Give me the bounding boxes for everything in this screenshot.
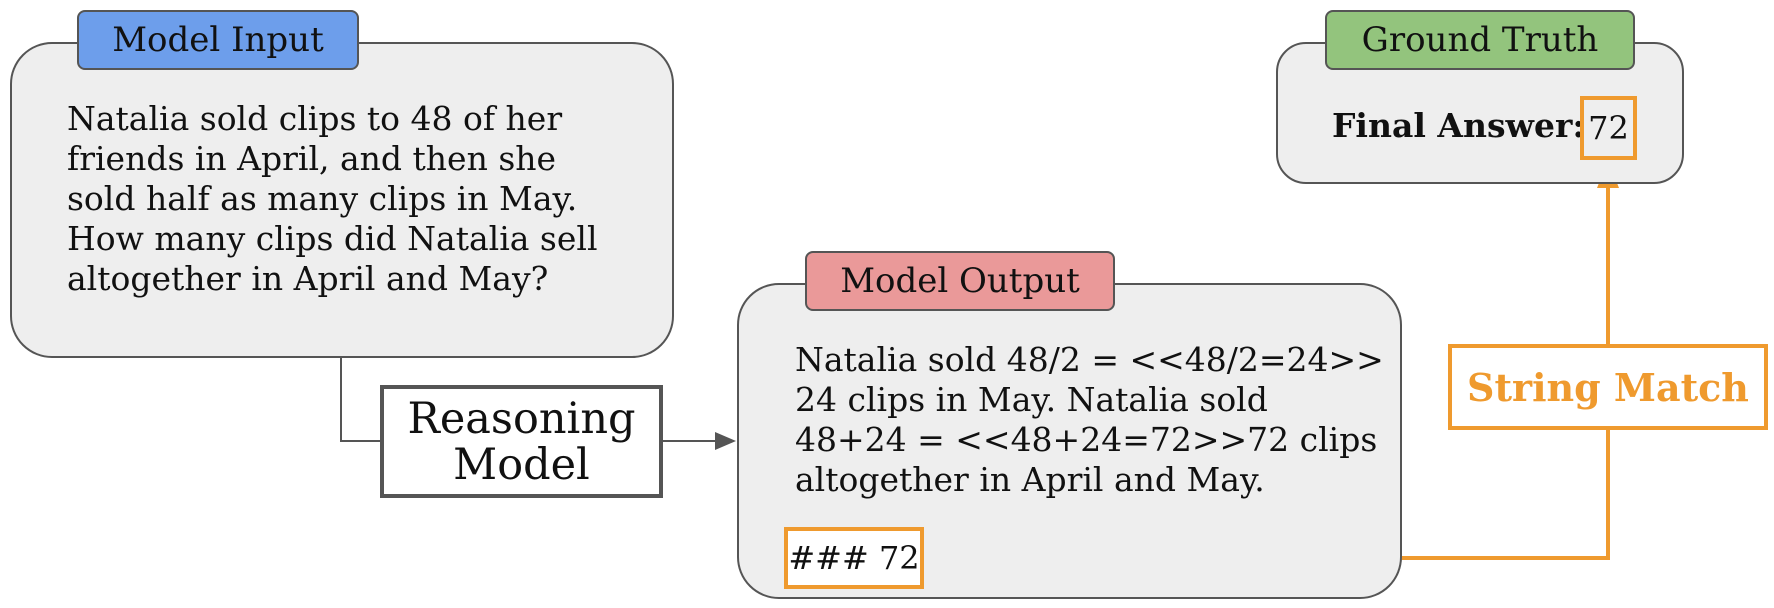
model-input-tab: Model Input (77, 10, 359, 70)
ground-truth-tab: Ground Truth (1325, 10, 1635, 70)
ground-truth-answer-box: 72 (1580, 96, 1637, 160)
answer-marker-box: ### 72 (784, 527, 924, 589)
model-input-line: friends in April, and then she (67, 139, 557, 178)
model-output-line: 24 clips in May. Natalia sold (795, 380, 1268, 419)
reasoning-model-label-line: Model (453, 439, 590, 490)
model-output-tab: Model Output (805, 251, 1115, 311)
model-output-line: Natalia sold 48/2 = <<48/2=24>> (795, 340, 1384, 379)
model-input-line: How many clips did Natalia sell (67, 219, 598, 258)
string-match-label: String Match (1467, 364, 1749, 410)
ground-truth-answer-value: 72 (1588, 109, 1629, 147)
ground-truth-tab-label: Ground Truth (1361, 20, 1599, 60)
model-input-line: sold half as many clips in May. (67, 179, 578, 218)
model-input-tab-label: Model Input (112, 20, 324, 60)
model-output-line: altogether in April and May. (795, 460, 1265, 499)
connector-input-to-reasoning (340, 357, 382, 442)
string-match-box: String Match (1448, 344, 1768, 430)
final-answer-label: Final Answer: (1332, 106, 1585, 145)
model-output-tab-label: Model Output (840, 261, 1080, 301)
arrowhead-to-output-icon (715, 432, 736, 450)
model-output-line: 48+24 = <<48+24=72>>72 clips (795, 420, 1378, 459)
reasoning-model-box: Reasoning Model (380, 385, 663, 498)
model-output-text: Natalia sold 48/2 = <<48/2=24>> 24 clips… (795, 340, 1384, 500)
final-answer-label-text: Final Answer: (1332, 106, 1585, 145)
reasoning-model-label-line: Reasoning (407, 393, 636, 444)
model-input-line: altogether in April and May? (67, 259, 549, 298)
model-input-panel (10, 42, 674, 358)
model-input-text: Natalia sold clips to 48 of her friends … (67, 99, 598, 299)
answer-marker-text: ### 72 (788, 539, 920, 577)
model-input-line: Natalia sold clips to 48 of her (67, 99, 563, 138)
